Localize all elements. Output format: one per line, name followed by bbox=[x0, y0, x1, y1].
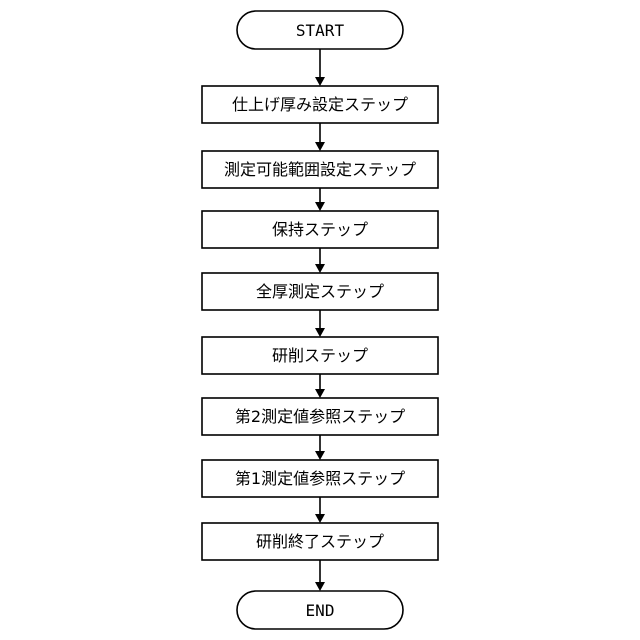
step-label: 研削終了ステップ bbox=[256, 532, 384, 551]
process-step: 測定可能範囲設定ステップ bbox=[202, 151, 438, 188]
step-label: 仕上げ厚み設定ステップ bbox=[232, 95, 408, 114]
end-terminal: END bbox=[237, 591, 403, 629]
process-step: 研削終了ステップ bbox=[202, 523, 438, 560]
process-step: 保持ステップ bbox=[202, 211, 438, 248]
connector-arrow bbox=[315, 560, 325, 591]
step-label: 研削ステップ bbox=[272, 346, 368, 365]
step-label: 第2測定値参照ステップ bbox=[235, 407, 405, 426]
step-label: 保持ステップ bbox=[272, 220, 368, 239]
process-step: 研削ステップ bbox=[202, 337, 438, 374]
process-step: 仕上げ厚み設定ステップ bbox=[202, 86, 438, 123]
connector-arrow bbox=[315, 49, 325, 86]
step-label: 測定可能範囲設定ステップ bbox=[224, 160, 416, 179]
step-label: 全厚測定ステップ bbox=[256, 282, 384, 301]
connector-arrow bbox=[315, 123, 325, 151]
connector-arrow bbox=[315, 497, 325, 523]
start-label: START bbox=[296, 21, 345, 40]
start-terminal: START bbox=[237, 11, 403, 49]
connector-arrow bbox=[315, 435, 325, 460]
end-label: END bbox=[306, 601, 335, 620]
process-step: 第2測定値参照ステップ bbox=[202, 398, 438, 435]
connector-arrow bbox=[315, 188, 325, 211]
process-step: 第1測定値参照ステップ bbox=[202, 460, 438, 497]
process-step: 全厚測定ステップ bbox=[202, 273, 438, 310]
connector-arrow bbox=[315, 310, 325, 337]
connector-arrow bbox=[315, 374, 325, 398]
step-label: 第1測定値参照ステップ bbox=[235, 469, 405, 488]
connector-arrow bbox=[315, 248, 325, 273]
